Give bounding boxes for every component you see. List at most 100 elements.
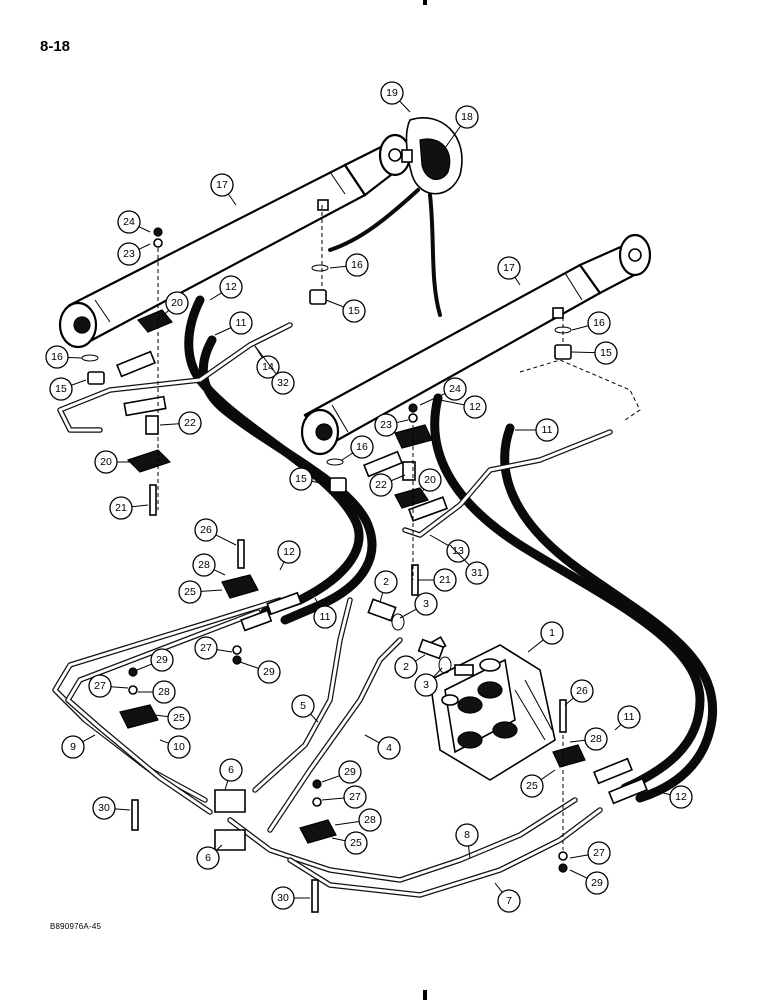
callout-number: 28 xyxy=(590,733,602,745)
callout-20: 20 xyxy=(418,468,442,496)
callout-15: 15 xyxy=(325,299,366,323)
callout-circle xyxy=(291,694,315,718)
callout-17: 17 xyxy=(497,256,521,286)
callout-number: 20 xyxy=(171,297,183,309)
callout-22: 22 xyxy=(159,411,202,435)
callout-29: 29 xyxy=(239,660,281,684)
leader-line xyxy=(215,534,237,546)
callout-6: 6 xyxy=(196,844,223,870)
callout-circle xyxy=(394,655,418,679)
callout-circle xyxy=(271,371,295,395)
callout-number: 19 xyxy=(386,87,398,99)
callout-30: 30 xyxy=(271,886,310,910)
callout-number: 11 xyxy=(624,711,635,723)
callout-circle xyxy=(344,831,368,855)
leader-line xyxy=(514,276,521,286)
callout-circle xyxy=(94,450,118,474)
callout-19: 19 xyxy=(380,81,411,113)
callout-circle xyxy=(210,173,234,197)
callout-circle xyxy=(194,518,218,542)
callout-number: 16 xyxy=(356,441,368,453)
callout-number: 7 xyxy=(506,895,512,907)
callout-circle xyxy=(587,311,611,335)
callout-circle xyxy=(374,570,398,594)
callout-number: 5 xyxy=(300,700,306,712)
callout-number: 4 xyxy=(386,742,392,754)
leader-line xyxy=(310,713,319,723)
leader-line xyxy=(110,686,129,689)
callout-number: 27 xyxy=(349,791,361,803)
callout-circle xyxy=(117,242,141,266)
callout-number: 1 xyxy=(549,627,555,639)
leader-line xyxy=(71,379,87,386)
leader-line xyxy=(527,639,544,653)
callout-circle xyxy=(178,411,202,435)
callout-23: 23 xyxy=(374,413,409,437)
callout-29: 29 xyxy=(569,869,609,895)
callout-28: 28 xyxy=(334,808,382,832)
callout-circle xyxy=(446,539,470,563)
level-indicator xyxy=(401,117,463,195)
callout-17: 17 xyxy=(210,173,237,206)
callout-circle xyxy=(584,727,608,751)
callout-circle xyxy=(219,758,243,782)
leader-line xyxy=(224,780,229,791)
callout-number: 12 xyxy=(469,401,481,413)
callout-number: 9 xyxy=(70,741,76,753)
leader-line xyxy=(214,327,232,336)
callout-number: 21 xyxy=(115,502,127,514)
callout-14: 14 xyxy=(254,345,280,379)
callout-number: 29 xyxy=(344,766,356,778)
callout-10: 10 xyxy=(159,735,191,759)
leader-line xyxy=(311,480,331,486)
callout-8: 8 xyxy=(455,823,479,859)
callout-2: 2 xyxy=(374,570,398,603)
leader-line xyxy=(396,419,409,424)
leader-line xyxy=(564,697,574,706)
callout-number: 16 xyxy=(593,317,605,329)
callout-number: 23 xyxy=(380,419,392,431)
callout-16: 16 xyxy=(341,435,374,461)
callout-number: 11 xyxy=(236,317,247,329)
callout-number: 3 xyxy=(423,679,429,691)
leader-line xyxy=(331,837,346,842)
callout-11: 11 xyxy=(313,597,337,629)
callout-31: 31 xyxy=(449,544,489,585)
callout-circle xyxy=(535,418,559,442)
control-valve xyxy=(427,636,556,781)
callout-11: 11 xyxy=(214,311,253,336)
callout-circle xyxy=(196,846,220,870)
callout-circle xyxy=(463,395,487,419)
callout-21: 21 xyxy=(109,496,149,520)
callout-number: 28 xyxy=(364,814,376,826)
callout-circle xyxy=(345,253,369,277)
leader-line xyxy=(571,325,589,331)
leader-line xyxy=(136,663,152,671)
callout-22: 22 xyxy=(369,473,406,497)
lift-cylinder-left xyxy=(58,133,412,349)
callout-16: 16 xyxy=(329,253,369,277)
callout-circle xyxy=(45,345,69,369)
callout-layer: 1918172423161520121116151432222021171615… xyxy=(45,81,693,913)
callout-27: 27 xyxy=(321,785,367,809)
leader-line xyxy=(159,423,180,426)
callout-25: 25 xyxy=(178,580,223,604)
callout-number: 17 xyxy=(216,179,228,191)
callout-16: 16 xyxy=(571,311,611,335)
callout-number: 15 xyxy=(600,347,612,359)
callout-1: 1 xyxy=(527,621,564,653)
callout-21: 21 xyxy=(418,568,457,592)
leader-line xyxy=(467,845,471,859)
hoses xyxy=(184,188,718,803)
callout-28: 28 xyxy=(569,727,608,751)
callout-circle xyxy=(465,561,489,585)
leader-line xyxy=(419,393,446,406)
callout-3: 3 xyxy=(399,592,438,619)
callout-11: 11 xyxy=(614,705,641,731)
callout-circle xyxy=(520,774,544,798)
callout-circle xyxy=(369,473,393,497)
callout-2: 2 xyxy=(394,654,426,679)
callout-5: 5 xyxy=(291,694,319,723)
leader-line xyxy=(67,356,83,359)
